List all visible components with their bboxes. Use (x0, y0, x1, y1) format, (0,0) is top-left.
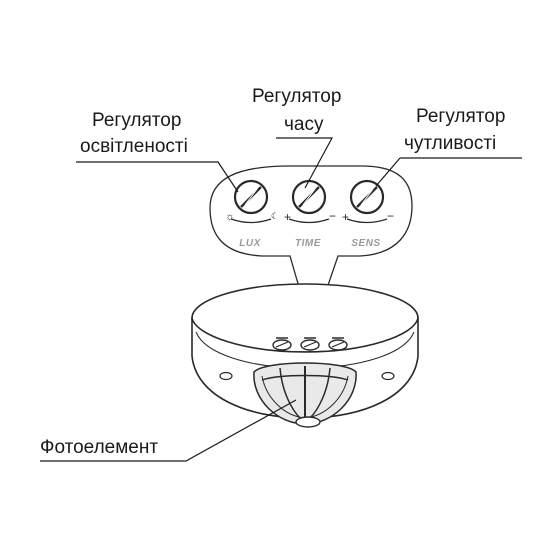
brightness-label-line2: освітленості (80, 136, 188, 157)
time-label-line1: Регулятор (252, 86, 342, 107)
lux-caption: LUX (239, 238, 261, 249)
sensor-body (191, 283, 419, 428)
sensitivity-label-line1: Регулятор (416, 106, 506, 127)
brightness-knob: ☼ ☾ LUX (225, 179, 279, 249)
time-leader (276, 137, 334, 189)
body-knobs (272, 337, 348, 351)
photocell-leader (40, 399, 297, 462)
moon-icon: ☾ (271, 211, 279, 221)
sens-caption: SENS (351, 238, 380, 249)
plus-icon: + (284, 210, 291, 224)
time-label-line2: часу (284, 114, 324, 135)
sensitivity-knob: + − SENS (342, 179, 394, 249)
sun-icon: ☼ (225, 211, 235, 223)
brightness-label-line1: Регулятор (92, 110, 182, 131)
photocell-label: Фотоелемент (40, 437, 159, 458)
time-knob: + − TIME (284, 179, 336, 249)
mounting-hole (381, 371, 395, 381)
sensitivity-label-line2: чутливості (404, 133, 497, 154)
lens-dome (253, 362, 357, 428)
mounting-hole (219, 371, 233, 381)
leader-lines (40, 137, 522, 462)
time-caption: TIME (295, 238, 321, 249)
brightness-leader (76, 161, 239, 193)
photocell-window (295, 416, 321, 428)
plus-icon: + (342, 210, 349, 224)
minus-icon: − (387, 209, 394, 223)
minus-icon: − (329, 209, 336, 223)
sensitivity-leader (375, 157, 522, 187)
